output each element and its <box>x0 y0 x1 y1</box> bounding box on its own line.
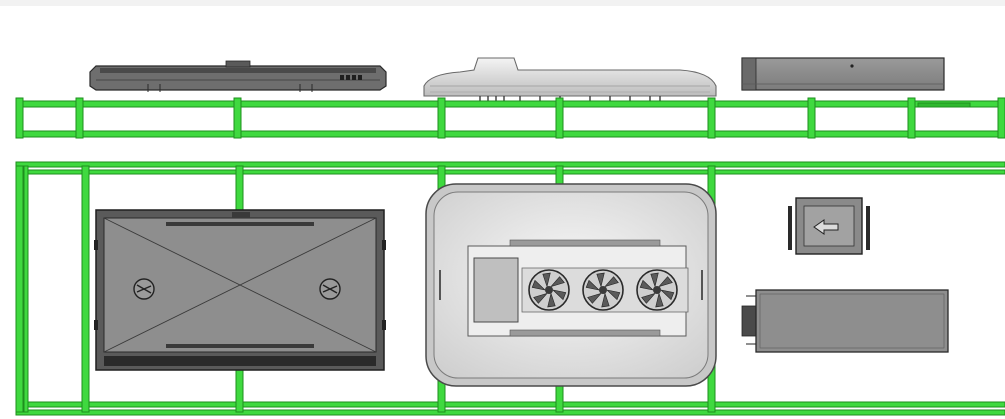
arrow-icon <box>813 219 839 235</box>
long-box-top <box>741 289 949 353</box>
flat-unit-side <box>89 60 387 92</box>
plan-view <box>15 161 1005 416</box>
small-box-with-arrow-top <box>788 197 870 255</box>
fan-icon <box>582 269 624 311</box>
side-elevation-view <box>15 57 1005 139</box>
fan-icon <box>636 269 678 311</box>
fan-icon <box>528 269 570 311</box>
box-unit-side <box>741 57 945 91</box>
side-frame <box>15 97 1005 139</box>
rectangular-unit-top <box>94 209 386 371</box>
dome-air-conditioner-side <box>423 57 717 101</box>
top-margin-strip <box>0 0 1005 6</box>
rounded-unit-top <box>425 183 717 387</box>
fan-group <box>528 269 678 311</box>
